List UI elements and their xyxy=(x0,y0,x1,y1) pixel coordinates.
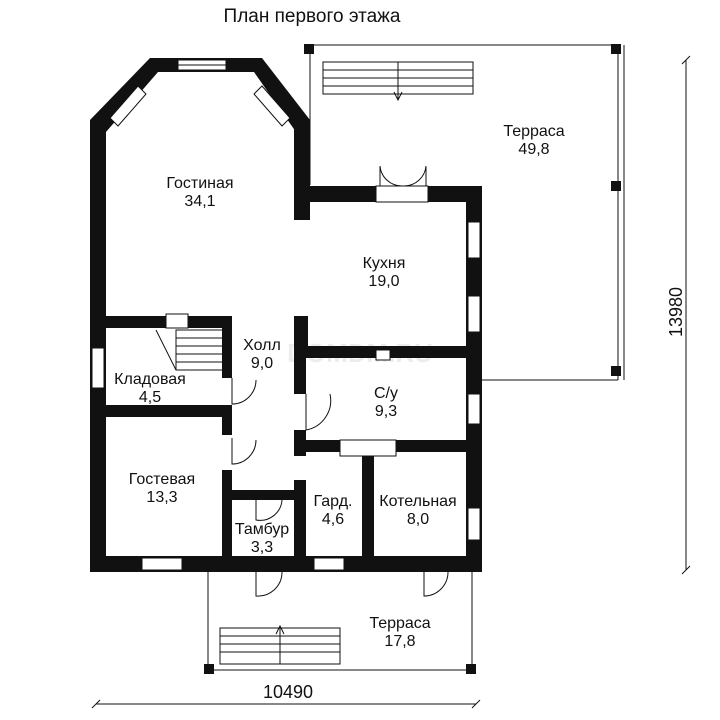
room-wardrobe-area: 4,6 xyxy=(322,511,344,528)
room-kitchen-area: 19,0 xyxy=(368,273,399,290)
room-guest-name: Гостевая xyxy=(129,471,195,488)
upper-terrace xyxy=(304,44,625,381)
room-kitchen-name: Кухня xyxy=(363,255,406,272)
room-bathroom-name: С/у xyxy=(374,385,398,402)
plan-title: План первого этажа xyxy=(224,6,401,27)
windows xyxy=(91,59,481,571)
room-storage-name: Кладовая xyxy=(114,371,186,388)
room-boiler-name: Котельная xyxy=(379,493,456,510)
room-vestibule-name: Тамбур xyxy=(235,521,289,538)
room-wardrobe-name: Гард. xyxy=(314,493,353,510)
height-dimension-label: 13980 xyxy=(666,287,686,337)
lower-terrace xyxy=(204,572,476,674)
room-labels: Гостиная 34,1 Кухня 19,0 Холл 9,0 Кладов… xyxy=(114,123,565,650)
room-boiler-area: 8,0 xyxy=(407,511,429,528)
room-hall-name: Холл xyxy=(243,337,281,354)
room-terrace-lower-name: Терраса xyxy=(369,615,430,632)
walls xyxy=(90,58,482,572)
room-living-area: 34,1 xyxy=(184,193,215,210)
room-terrace-upper-name: Терраса xyxy=(503,123,564,140)
dimension-height: 13980 xyxy=(666,55,691,575)
room-bathroom-area: 9,3 xyxy=(375,403,397,420)
room-vestibule-area: 3,3 xyxy=(251,539,273,556)
room-guest-area: 13,3 xyxy=(146,489,177,506)
doors xyxy=(231,165,449,597)
room-terrace-lower-area: 17,8 xyxy=(384,633,415,650)
room-living-name: Гостиная xyxy=(166,175,233,192)
room-storage-area: 4,5 xyxy=(139,389,161,406)
upper-stair xyxy=(322,61,474,102)
room-terrace-upper-area: 49,8 xyxy=(518,141,549,158)
inner-stair xyxy=(155,329,225,371)
width-dimension-label: 10490 xyxy=(263,682,313,702)
room-hall-area: 9,0 xyxy=(251,355,273,372)
dimension-width: 10490 xyxy=(91,682,481,709)
